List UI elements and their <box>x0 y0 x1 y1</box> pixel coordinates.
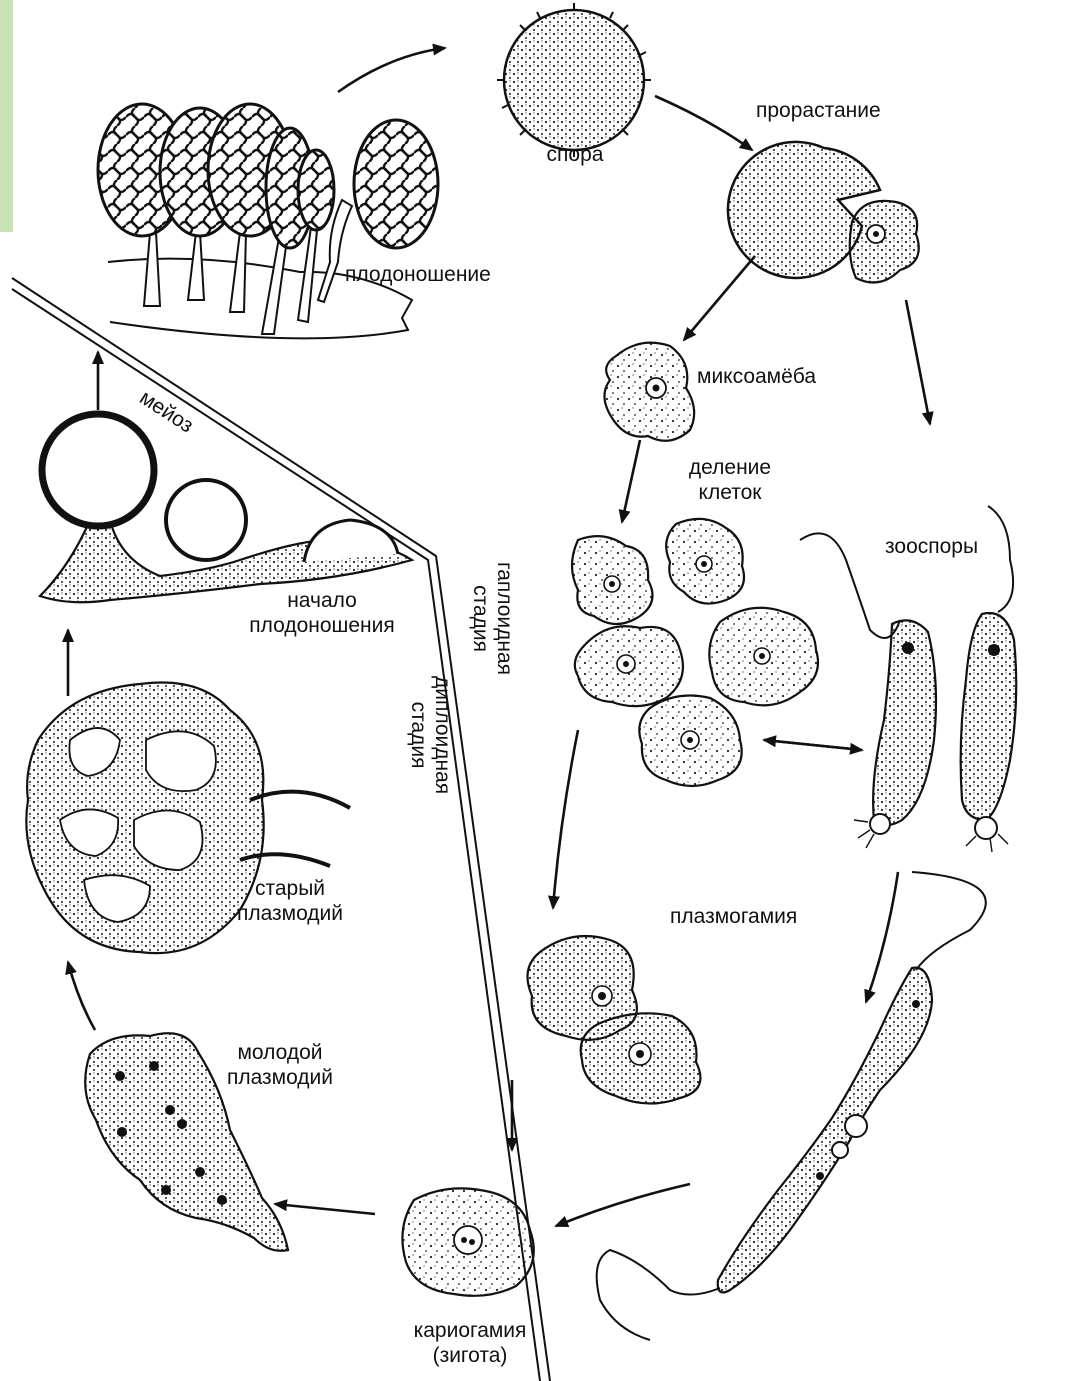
label-plasmogamy: плазмогамия <box>670 904 797 929</box>
label-zoospores: зооспоры <box>885 534 978 559</box>
germinating-spore-drawing <box>728 142 919 283</box>
label-spore: спора <box>530 142 620 167</box>
label-cell-division: деление клеток <box>670 455 790 505</box>
divided-amoebae-drawing <box>572 519 818 786</box>
fruiting-bodies-drawing <box>98 104 438 338</box>
arrow-spore-to-germination <box>655 96 752 150</box>
label-old-plasmodium-line1: старый <box>210 876 370 901</box>
plasmogamy-drawing <box>528 936 701 1104</box>
label-haploid-stage: гаплоидная стадия <box>468 562 516 675</box>
label-haploid-stage-line2: стадия <box>468 562 492 675</box>
label-fruiting-start-line2: плодоношения <box>226 613 418 638</box>
label-fruiting: плодоношение <box>345 262 491 287</box>
label-fruiting-start-line1: начало <box>226 588 418 613</box>
arrow-amoeba-zoospore-exchange-back <box>764 740 862 750</box>
arrow-to-myxamoeba <box>684 256 755 340</box>
spore-drawing <box>497 3 651 157</box>
label-diploid-stage-line1: диплоидная <box>430 676 454 794</box>
arrow-flagellate-to-zygote <box>556 1184 690 1226</box>
label-germination: прорастание <box>756 98 881 123</box>
label-karyogamy-line1: кариогамия <box>380 1318 560 1343</box>
arrow-zygote-to-young-plasmodium <box>275 1204 375 1214</box>
fruiting-start-drawing <box>40 414 412 602</box>
fusing-zoospores-drawing <box>597 872 986 1340</box>
arrow-to-spore <box>338 48 445 92</box>
label-old-plasmodium: старый плазмодий <box>210 876 370 926</box>
label-fruiting-start: начало плодоношения <box>226 588 418 638</box>
label-karyogamy-line2: (зигота) <box>380 1343 560 1368</box>
label-haploid-stage-line1: гаплоидная <box>492 562 516 675</box>
label-karyogamy: кариогамия (зигота) <box>380 1318 560 1368</box>
label-myxamoeba: миксоамёба <box>697 364 816 389</box>
label-diploid-stage-line2: стадия <box>406 676 430 794</box>
label-diploid-stage: диплоидная стадия <box>406 676 454 794</box>
myxamoeba-drawing <box>604 343 694 441</box>
label-young-plasmodium-line2: плазмодий <box>200 1065 360 1090</box>
arrow-to-plasmogamy <box>553 730 578 908</box>
arrow-young-to-old-plasmodium <box>68 962 95 1030</box>
label-old-plasmodium-line2: плазмодий <box>210 901 370 926</box>
label-cell-division-line2: клеток <box>670 480 790 505</box>
zygote-drawing <box>402 1188 533 1295</box>
arrow-zoospore-fusion <box>866 872 898 1002</box>
label-cell-division-line1: деление <box>670 455 790 480</box>
arrow-myxamoeba-division <box>622 440 640 522</box>
label-young-plasmodium-line1: молодой <box>200 1040 360 1065</box>
label-young-plasmodium: молодой плазмодий <box>200 1040 360 1090</box>
arrow-to-zoospores <box>906 300 930 424</box>
